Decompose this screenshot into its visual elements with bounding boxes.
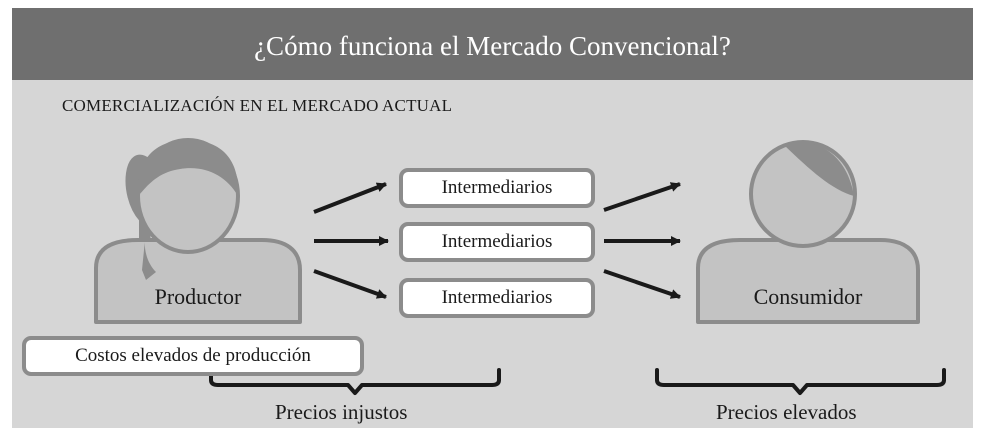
arrow-intermediary-1-to-consumer (603, 182, 681, 212)
unfair-prices-label: Precios injustos (275, 400, 408, 424)
right-brace (655, 368, 946, 395)
arrow-intermediary-3-to-consumer (603, 269, 681, 299)
high-prices-label: Precios elevados (716, 400, 857, 424)
consumer-hair-icon (784, 142, 854, 196)
producer-braid-icon (142, 230, 156, 280)
diagram-title: ¿Cómo funciona el Mercado Convencional? (254, 31, 731, 61)
intermediary-box-2: Intermediarios (399, 222, 595, 262)
production-costs-box: Costos elevados de producción (22, 336, 364, 376)
arrow-producer-to-intermediary-1 (313, 182, 387, 214)
producer-label: Productor (154, 284, 242, 309)
arrows-to-intermediaries (313, 182, 389, 299)
intermediary-box-1: Intermediarios (399, 168, 595, 208)
producer-hair-top-icon (137, 140, 239, 196)
consumer-label: Consumidor (753, 284, 863, 309)
arrows-to-consumer (603, 182, 681, 299)
arrow-producer-to-intermediary-3 (313, 269, 387, 299)
left-brace (209, 368, 501, 395)
intermediary-box-3: Intermediarios (399, 278, 595, 318)
consumer-body-icon (696, 238, 920, 324)
producer-figure-icon (94, 138, 302, 324)
consumer-figure-icon (696, 140, 920, 324)
section-subtitle: COMERCIALIZACIÓN EN EL MERCADO ACTUAL (62, 96, 453, 115)
title-bar (12, 8, 973, 80)
